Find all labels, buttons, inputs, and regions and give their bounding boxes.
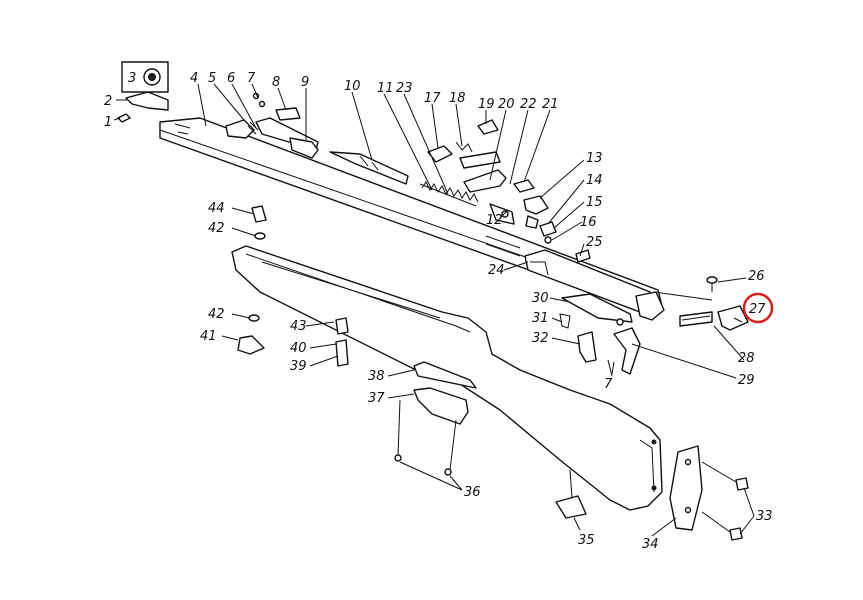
label-40: 40 [290,341,307,356]
front-sight [117,61,169,123]
label-37: 37 [368,391,385,406]
part-labels: 1 2 3 4 5 6 7 8 9 10 11 23 17 18 19 20 2… [104,71,773,552]
bolt-assembly [289,137,515,225]
label-4: 4 [190,71,198,86]
leader-lines [113,83,755,537]
mechanism-parts-26-28 [653,276,749,331]
label-31: 31 [532,311,549,326]
label-22: 22 [520,97,537,112]
label-41: 41 [200,329,217,344]
label-42-bottom: 42 [208,307,225,322]
label-19: 19 [478,97,495,112]
label-12: 12 [486,213,503,228]
label-43: 43 [290,319,307,334]
label-1: 1 [104,115,112,130]
label-35: 35 [578,533,595,548]
label-32: 32 [532,331,549,346]
label-26: 26 [748,269,765,284]
label-18: 18 [449,91,466,106]
label-38: 38 [368,369,385,384]
rear-sight-parts [225,92,319,151]
label-20: 20 [498,97,515,112]
label-11: 11 [377,81,394,96]
label-30: 30 [532,291,549,306]
label-10: 10 [344,79,361,94]
label-25: 25 [586,235,603,250]
label-27: 27 [749,302,766,317]
highlight-circle-27 [742,292,774,324]
trigger-group-parts [427,119,535,193]
label-42-top: 42 [208,221,225,236]
label-8: 8 [272,75,280,90]
label-34: 34 [642,537,659,552]
label-2: 2 [104,94,112,109]
label-21: 21 [542,97,559,112]
label-6: 6 [227,71,235,86]
label-7-bottom: 7 [604,377,613,392]
label-16: 16 [580,215,597,230]
label-44: 44 [208,201,225,216]
barrel-receiver [159,117,665,321]
label-5: 5 [208,71,216,86]
label-15: 15 [586,195,603,210]
label-24: 24 [488,263,505,278]
label-13: 13 [586,151,603,166]
label-36: 36 [464,485,481,500]
label-9: 9 [301,75,309,90]
stock-hardware [237,205,587,519]
trigger-parts [559,293,641,377]
safety-parts [523,195,591,263]
label-33: 33 [756,509,773,524]
label-14: 14 [586,173,603,188]
label-17: 17 [424,91,441,106]
label-29: 29 [738,373,755,388]
label-7-top: 7 [247,71,256,86]
butt-plate [669,445,749,541]
label-28: 28 [738,351,755,366]
label-23: 23 [396,81,413,96]
label-39: 39 [290,359,307,374]
label-3: 3 [128,71,136,86]
